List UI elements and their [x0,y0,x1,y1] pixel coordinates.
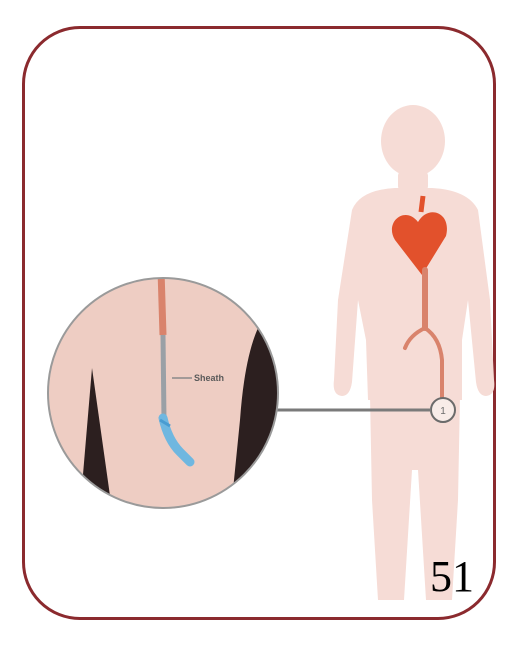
access-site-number: 1 [440,406,446,417]
body-silhouette [334,105,495,600]
sheath-label: Sheath [194,373,224,383]
zoom-inset: Sheath [48,270,300,510]
page-number: 51 [430,555,474,599]
